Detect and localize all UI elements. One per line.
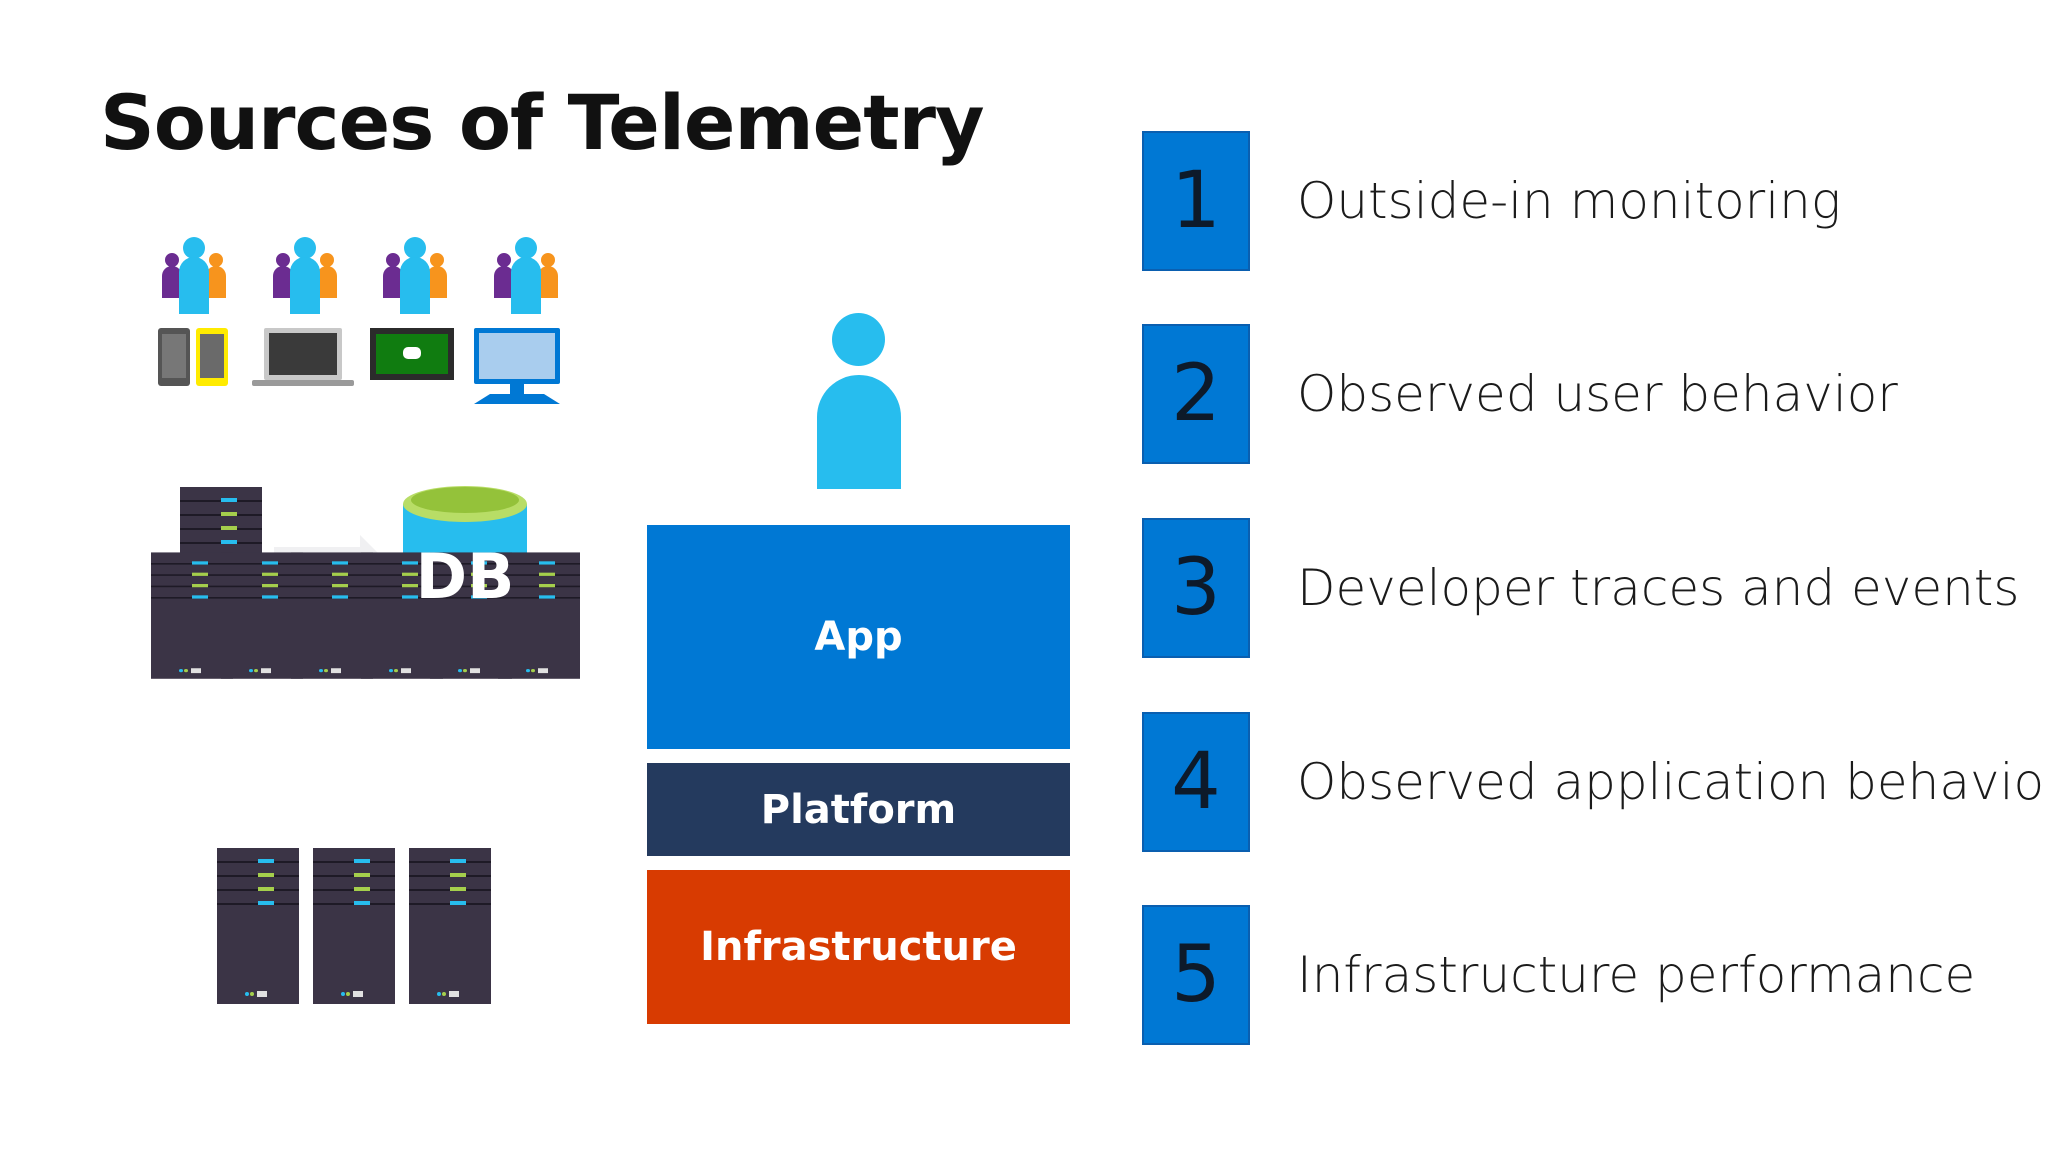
source-label: Outside-in monitoring bbox=[1297, 172, 1841, 230]
infrastructure-layer-label: Infrastructure bbox=[700, 924, 1017, 970]
game-console-icon bbox=[370, 328, 454, 380]
source-number: 3 bbox=[1142, 518, 1250, 658]
source-number: 1 bbox=[1142, 131, 1250, 271]
server-tower-icon bbox=[150, 551, 234, 680]
infrastructure-layer: Infrastructure bbox=[647, 870, 1070, 1024]
person-icon bbox=[832, 313, 885, 366]
server-tower-icon bbox=[312, 847, 396, 1005]
source-item: 5 Infrastructure performance bbox=[1142, 905, 2022, 1045]
slide-title: Sources of Telemetry bbox=[100, 78, 985, 167]
server-tower-icon bbox=[408, 847, 492, 1005]
source-label: Developer traces and events bbox=[1297, 559, 2020, 617]
app-layer-label: App bbox=[814, 614, 903, 660]
people-group-icon bbox=[383, 237, 447, 314]
source-label: Observed application behavior bbox=[1297, 753, 2048, 811]
source-number: 4 bbox=[1142, 712, 1250, 852]
source-number: 2 bbox=[1142, 324, 1250, 464]
server-tower-icon bbox=[220, 551, 304, 680]
source-item: 4 Observed application behavior bbox=[1142, 712, 2048, 852]
platform-layer: Platform bbox=[647, 763, 1070, 856]
source-item: 2 Observed user behavior bbox=[1142, 324, 2022, 464]
database-label: DB bbox=[415, 540, 515, 613]
laptop-icon bbox=[252, 328, 354, 386]
server-tower-icon bbox=[290, 551, 374, 680]
source-item: 1 Outside-in monitoring bbox=[1142, 131, 2022, 271]
source-label: Infrastructure performance bbox=[1297, 946, 1976, 1004]
app-layer: App bbox=[647, 525, 1070, 749]
phones-icon bbox=[158, 328, 228, 386]
source-number: 5 bbox=[1142, 905, 1250, 1045]
person-body bbox=[817, 375, 901, 489]
people-group-icon bbox=[273, 237, 337, 314]
source-item: 3 Developer traces and events bbox=[1142, 518, 2022, 658]
people-group-icon bbox=[162, 237, 226, 314]
source-label: Observed user behavior bbox=[1297, 365, 1898, 423]
desktop-monitor-icon bbox=[474, 328, 560, 404]
platform-layer-label: Platform bbox=[760, 786, 957, 833]
people-group-icon bbox=[494, 237, 558, 314]
server-tower-icon bbox=[216, 847, 300, 1005]
